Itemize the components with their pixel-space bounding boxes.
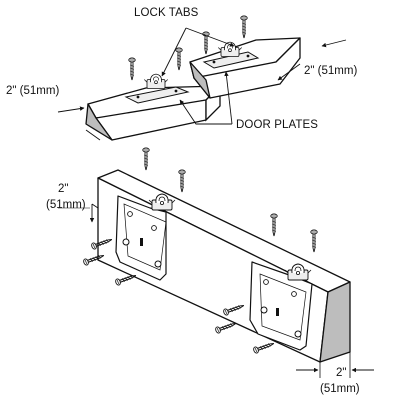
dimension-label-top-left: 2" (51mm)	[6, 85, 60, 97]
upper-right-block	[189, 37, 301, 99]
screw-icon	[142, 147, 150, 171]
screw-icon	[178, 169, 186, 193]
door-plates-leader-lines	[179, 71, 233, 125]
screw-icon	[175, 47, 183, 71]
screw-icon	[252, 339, 276, 355]
lock-tabs-leader-lines	[161, 27, 235, 77]
lock-tabs-label: LOCK TABS	[134, 7, 199, 19]
door-plates-label: DOOR PLATES	[236, 119, 319, 131]
dimension-top-left	[57, 106, 101, 141]
screw-icon	[128, 57, 136, 81]
dimension-bottom-right	[296, 352, 374, 378]
screw-icon	[270, 213, 278, 237]
upper-left-door-plate	[124, 86, 190, 104]
dimension-label-middle-left-metric: (51mm)	[46, 199, 86, 211]
dimension-label-bottom-right-value: 2"	[336, 367, 347, 379]
upper-left-lock-tab	[143, 73, 169, 89]
lower-left-door-plate	[115, 195, 167, 281]
screw-icon	[240, 15, 248, 39]
upper-left-block	[85, 84, 221, 141]
dimension-middle-left	[58, 203, 99, 223]
screw-icon	[310, 229, 318, 253]
dimension-top-right	[277, 39, 347, 81]
dimension-label-bottom-right-metric: (51mm)	[320, 383, 360, 395]
dimension-label-middle-left-value: 2"	[58, 183, 69, 195]
dimension-label-top-right: 2" (51mm)	[304, 65, 358, 77]
